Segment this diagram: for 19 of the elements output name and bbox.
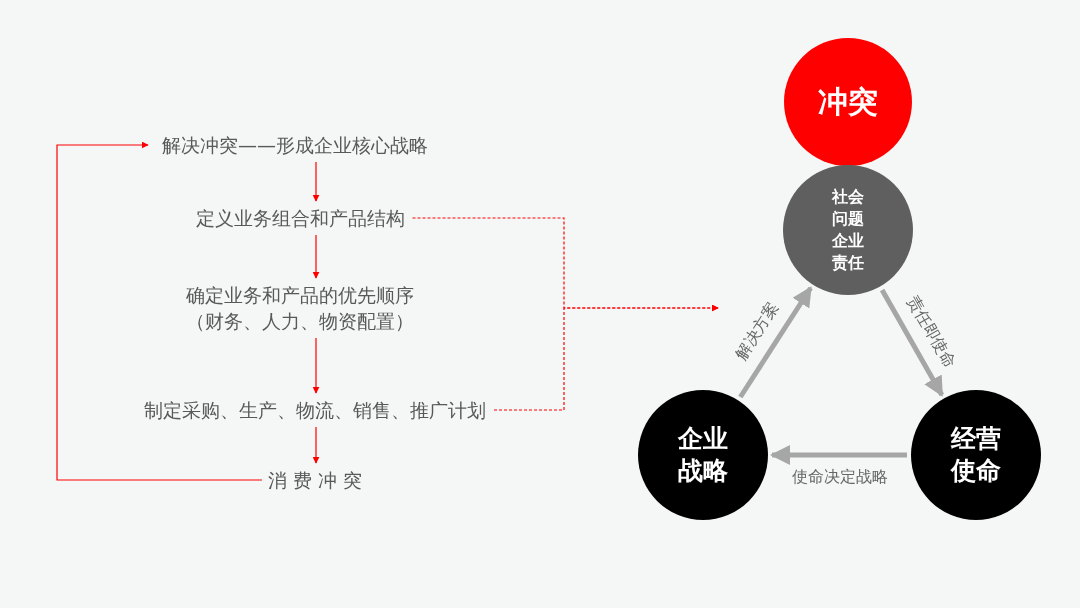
circle-label: 企业战略 <box>677 423 729 487</box>
step-text: 定义业务组合和产品结构 <box>195 205 405 231</box>
arrow <box>879 288 945 397</box>
arrow <box>312 426 320 464</box>
arrow <box>770 445 907 465</box>
circle-label: 冲突 <box>818 82 878 121</box>
arrow <box>312 337 320 394</box>
circle-label: 社会问题企业责任 <box>831 186 865 274</box>
arrow <box>312 234 320 279</box>
step-text: 解决冲突——形成企业核心战略 <box>162 132 428 158</box>
arrow <box>312 161 320 202</box>
circle-label: 经营使命 <box>949 423 1002 487</box>
edge-label: 使命决定战略 <box>789 467 890 487</box>
dashed-arrow <box>493 304 719 411</box>
arrow <box>738 286 813 399</box>
step-text: 消 费 冲 突 <box>267 467 363 493</box>
arrow <box>56 141 263 481</box>
step-text: 制定采购、生产、物流、销售、推广计划 <box>144 397 486 423</box>
step-text: 确定业务和产品的优先顺序（财务、人力、物资配置） <box>182 282 418 334</box>
